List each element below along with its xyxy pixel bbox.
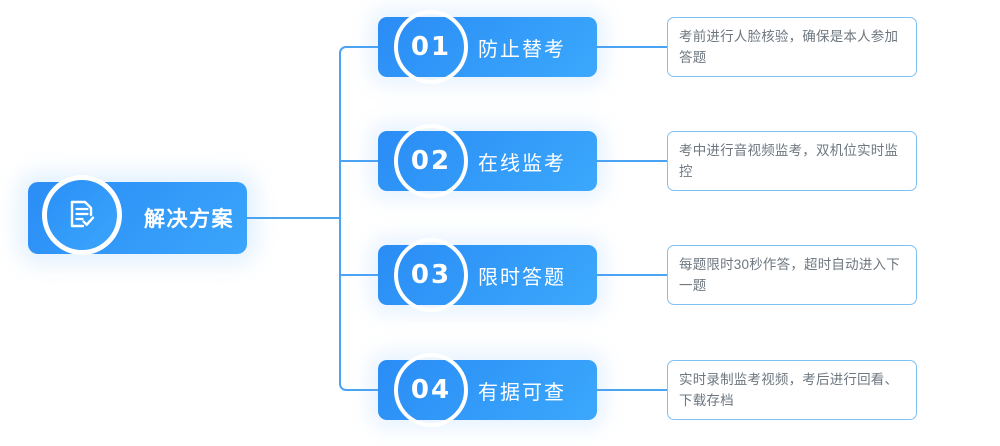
branch-row-2: 02 在线监考 考中进行音视频监考，双机位实时监控: [0, 124, 1000, 206]
branch-row-4: 04 有据可查 实时录制监考视频，考后进行回看、下载存档: [0, 353, 1000, 435]
item-number-circle-1: 01: [394, 10, 468, 84]
item-label-3: 限时答题: [478, 266, 566, 289]
connector-trunk: [339, 46, 352, 391]
item-label-2: 在线监考: [478, 152, 566, 175]
branch-row-1: 01 防止替考 考前进行人脸核验，确保是本人参加答题: [0, 10, 1000, 92]
item-description-text-3: 每题限时30秒作答，超时自动进入下一题: [679, 257, 900, 293]
item-description-box-3: 每题限时30秒作答，超时自动进入下一题: [667, 245, 917, 305]
root-label: 解决方案: [144, 208, 234, 231]
item-number-circle-4: 04: [394, 353, 468, 427]
item-label-4: 有据可查: [478, 381, 566, 404]
root-node[interactable]: 解决方案: [28, 175, 247, 255]
item-description-text-1: 考前进行人脸核验，确保是本人参加答题: [679, 29, 899, 65]
item-label-1: 防止替考: [478, 38, 566, 61]
item-description-box-1: 考前进行人脸核验，确保是本人参加答题: [667, 17, 917, 77]
branch-row-3: 03 限时答题 每题限时30秒作答，超时自动进入下一题: [0, 238, 1000, 320]
item-description-text-2: 考中进行音视频监考，双机位实时监控: [679, 143, 899, 179]
item-chip-4[interactable]: 04 有据可查: [378, 353, 597, 427]
item-number-circle-2: 02: [394, 124, 468, 198]
item-description-text-4: 实时录制监考视频，考后进行回看、下载存档: [679, 372, 899, 408]
root-icon-circle: [42, 175, 122, 255]
item-number-circle-3: 03: [394, 238, 468, 312]
document-check-icon: [70, 200, 95, 228]
item-description-box-4: 实时录制监考视频，考后进行回看、下载存档: [667, 360, 917, 420]
item-chip-2[interactable]: 02 在线监考: [378, 124, 597, 198]
item-description-box-2: 考中进行音视频监考，双机位实时监控: [667, 131, 917, 191]
item-chip-3[interactable]: 03 限时答题: [378, 238, 597, 312]
item-chip-1[interactable]: 01 防止替考: [378, 10, 597, 84]
